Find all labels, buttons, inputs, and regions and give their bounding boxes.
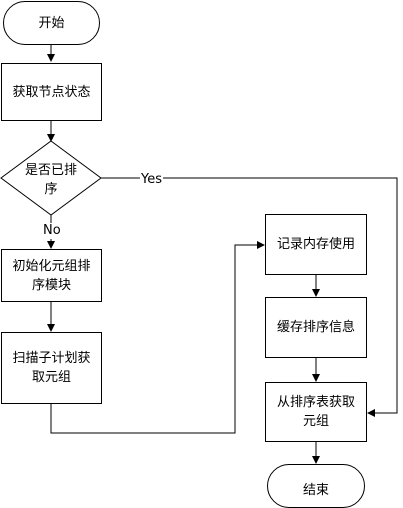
decision-diamond (0, 140, 102, 216)
end-node: 结束 (267, 464, 365, 508)
edge-decision-yes (101, 177, 398, 417)
yes-edge-label: Yes (140, 172, 163, 188)
init-sort-module-label: 初始化元组排序模块 (12, 258, 91, 293)
record-memory-box: 记录内存使用 (265, 214, 367, 275)
no-edge-label: No (42, 223, 62, 239)
cache-sort-info-label: 缓存排序信息 (276, 320, 355, 335)
scan-subplan-label: 扫描子计划获取元组 (12, 351, 91, 385)
get-node-state-label: 获取节点状态 (12, 84, 91, 100)
edge-scan-to-record (50, 241, 265, 434)
fetch-from-sort-table-box: 从排序表获取元组 (265, 382, 367, 442)
end-node-label: 结束 (302, 483, 329, 498)
scan-subplan-box: 扫描子计划获取元组 (1, 332, 102, 404)
start-node-label: 开始 (38, 15, 65, 31)
record-memory-label: 记录内存使用 (276, 237, 355, 252)
start-node: 开始 (3, 1, 100, 45)
is-sorted-decision-label: 是否已排序 (24, 163, 77, 197)
flowchart-connectors (0, 45, 398, 464)
get-node-state-box: 获取节点状态 (1, 63, 102, 121)
init-sort-module-box: 初始化元组排序模块 (1, 249, 102, 302)
fetch-from-sort-table-label: 从排序表获取元组 (276, 395, 355, 429)
cache-sort-info-box: 缓存排序信息 (265, 297, 367, 358)
